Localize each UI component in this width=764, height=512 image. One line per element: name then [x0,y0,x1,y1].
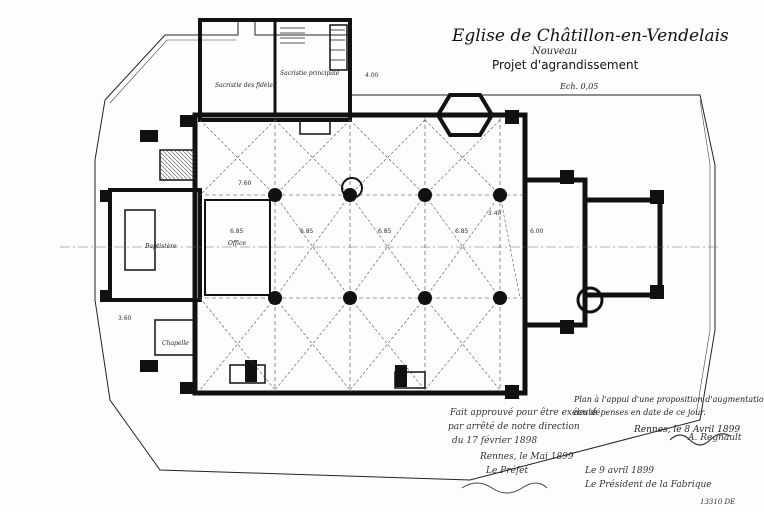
approval-line-3: du 17 février 1898 [452,436,538,446]
west-block [108,188,202,302]
corner-mark: 13310 DE [700,498,736,506]
approval-line-4: Rennes, le Mai 1899 [480,452,574,462]
room-label-chapelle: Chapelle [162,340,189,347]
dim-label: 6.85 [300,228,314,235]
piers [268,188,507,305]
note-line-1: Plan à l'appui d'une proposition d'augme… [574,395,764,404]
dim-label: 6.85 [455,228,469,235]
dim-label: 7.60 [238,180,252,187]
hexagonal-chapel [435,93,495,137]
council-president: Le Président de la Fabrique [585,480,712,490]
room-label-baptistery: Baptistère [145,243,177,250]
room-label-sacristie-fideles: Sacristie des fidèles [215,82,277,89]
note-block: Plan à l'appui d'une proposition d'augme… [574,393,764,419]
dim-label: 6.85 [378,228,392,235]
nave-outline [192,112,528,396]
site-boundary-inner [109,39,236,104]
column-grid [198,118,522,392]
choir [522,177,588,328]
room-label-office: Office [228,240,246,247]
signature-scribble [669,433,731,446]
note-line-2: des dépenses en date de ce jour. [574,408,706,417]
room-label-sacristie-principale: Sacristie principale [280,70,340,77]
approval-line-1: Fait approuvé pour être exécuté [450,408,598,418]
dim-label: 6.85 [230,228,244,235]
drawing-subtitle: Projet d'agrandissement [492,58,639,72]
approval-line-2: par arrêté de notre direction [448,422,580,432]
pulpit [341,177,363,199]
dim-label: 4.00 [365,72,379,79]
drawing-title: Eglise de Châtillon-en-Vendelais [452,26,729,46]
vault-ribs [199,119,521,391]
place-date: Rennes, le 8 Avril 1899 [634,425,741,435]
site-boundary [94,19,716,481]
architect-signature: A. Regnault [688,433,742,443]
approval-line-5: Le Préfet [486,466,529,476]
dim-label: 6.00 [530,228,544,235]
sacristy-stairs [280,27,345,61]
buttresses [100,110,664,399]
apse [582,197,663,298]
drawing-subtitle-new: Nouveau [532,46,578,57]
scale-label: Ech. 0,05 [560,82,599,91]
dim-label: 3.40 [488,210,502,217]
dim-label: 3.60 [118,315,132,322]
council-date: Le 9 avril 1899 [585,466,655,476]
